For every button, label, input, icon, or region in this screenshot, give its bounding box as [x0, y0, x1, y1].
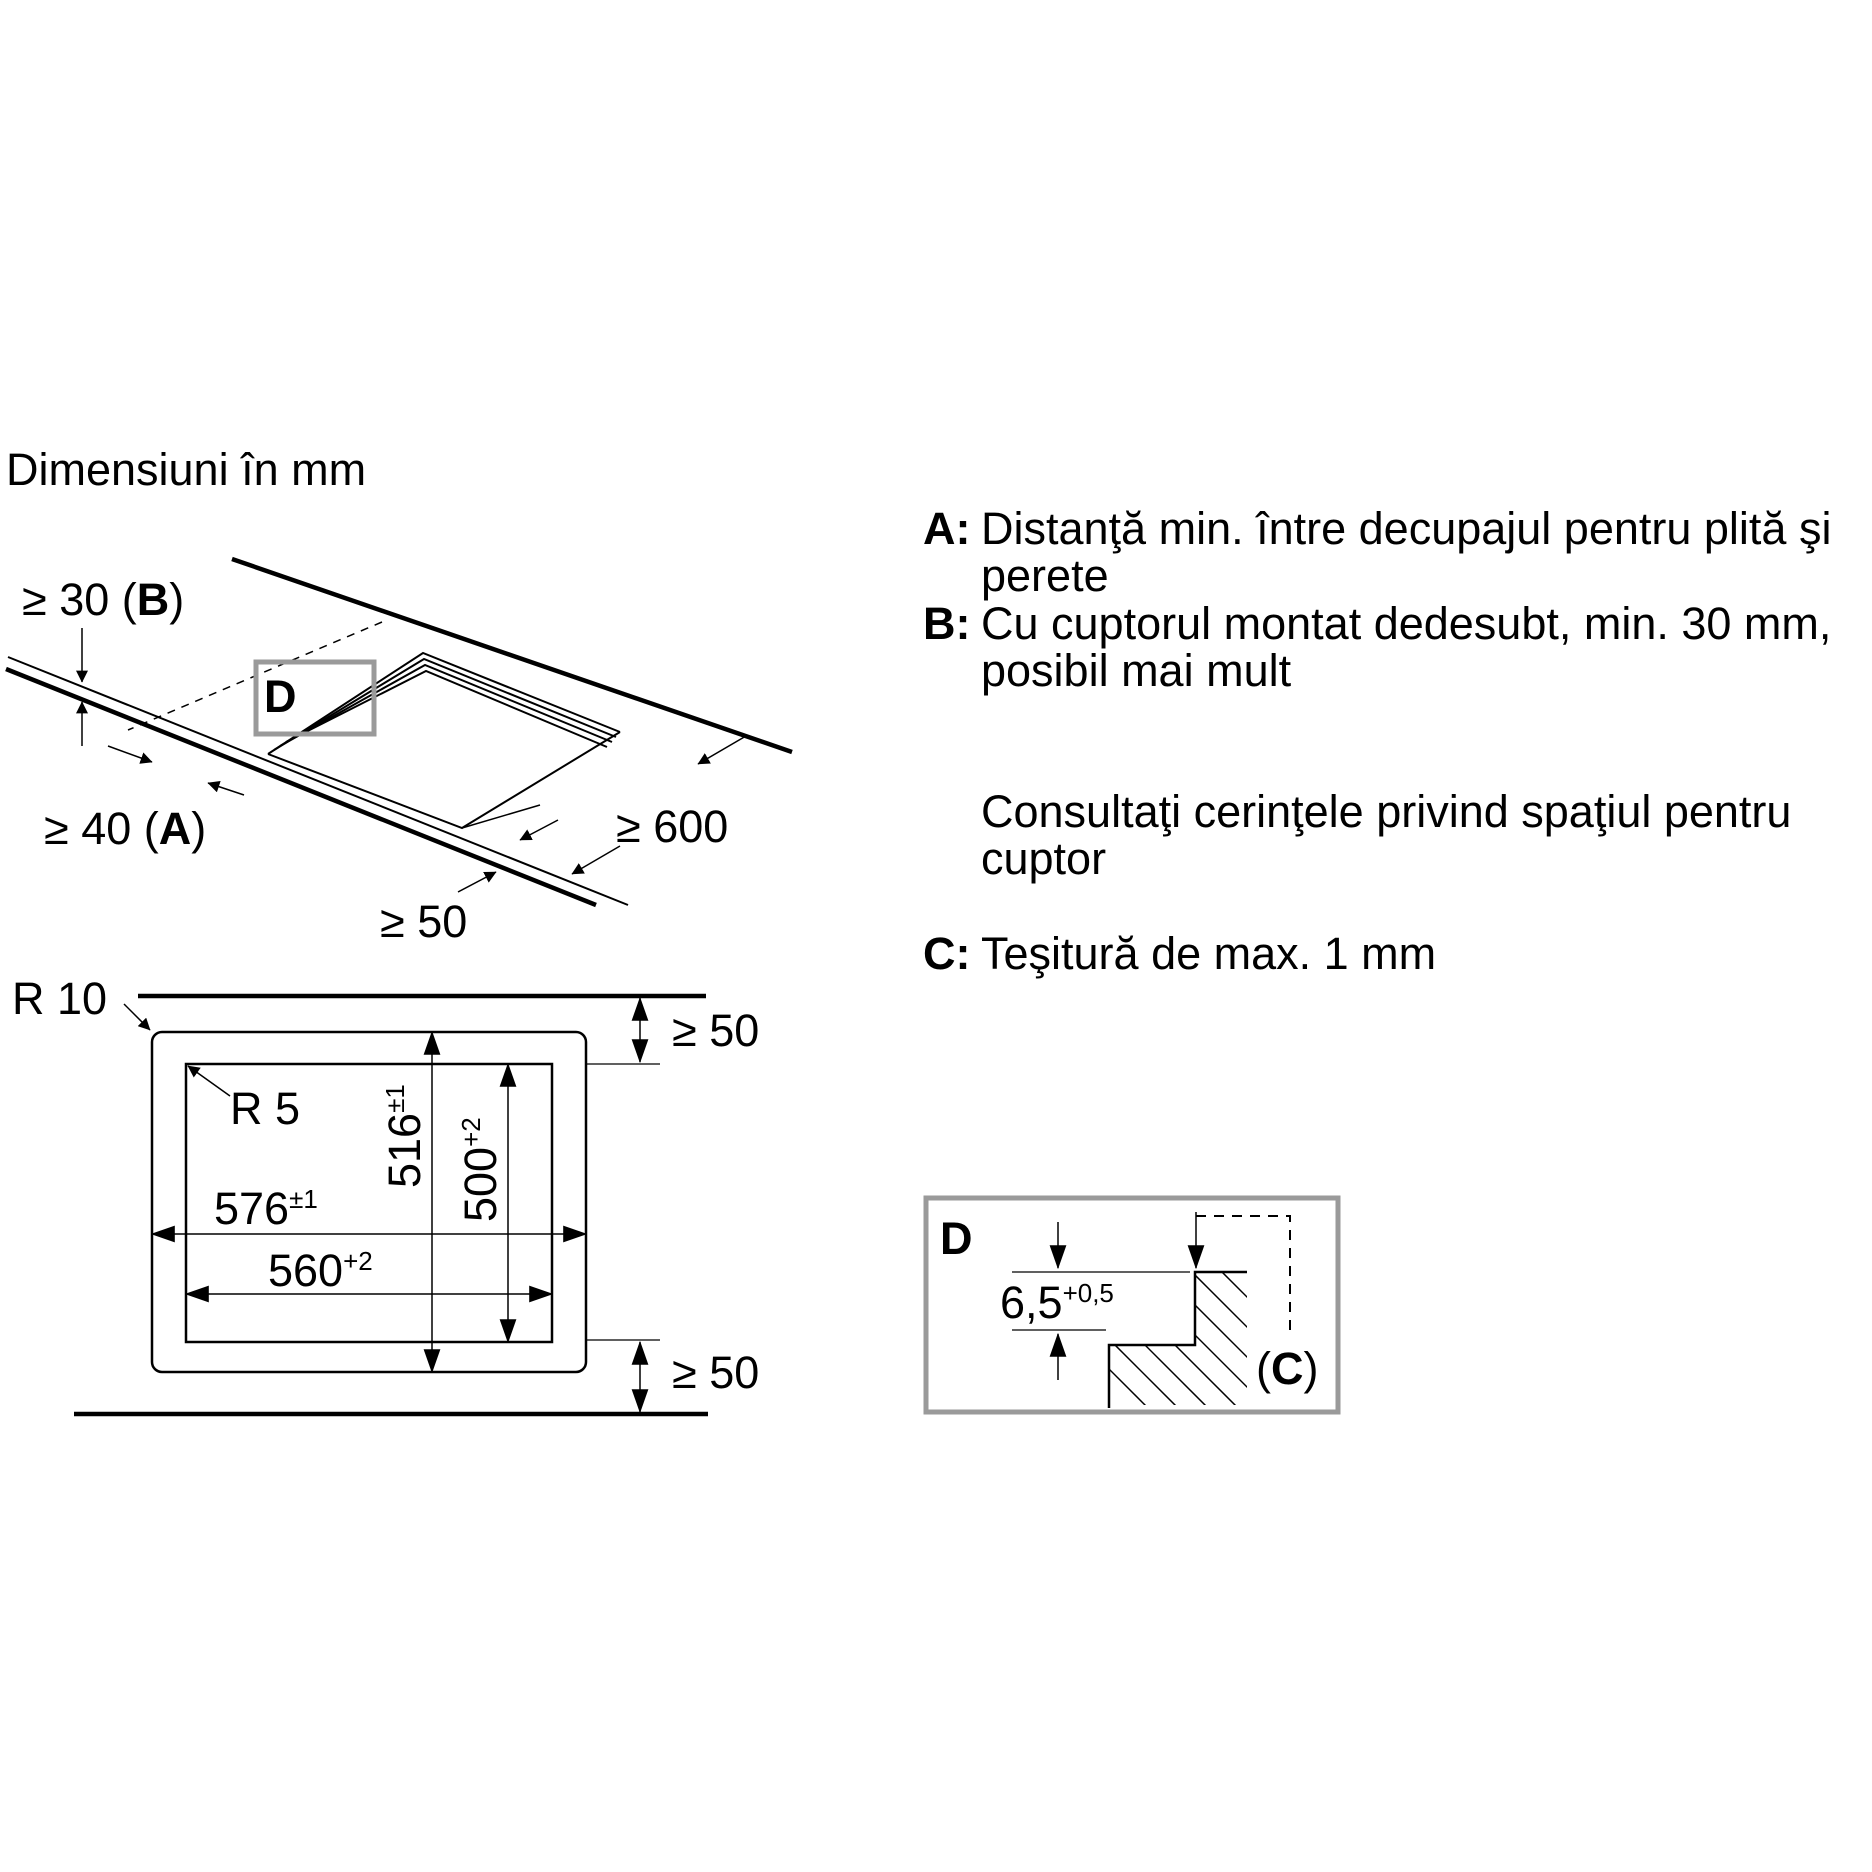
label-depth: 6,5+0,5: [1000, 1277, 1114, 1328]
label-clearance-bottom: ≥ 50: [672, 1347, 759, 1398]
detail-tag: D: [940, 1213, 973, 1264]
label-b-clearance: ≥ 30 (B): [22, 574, 184, 625]
label-r10: R 10: [12, 973, 107, 1024]
legend-text-a-line2: perete: [981, 550, 1109, 601]
label-chamfer-c: (C): [1256, 1343, 1319, 1394]
label-clearance-top: ≥ 50: [672, 1005, 759, 1056]
front-50-arrow-upper: [519, 819, 559, 841]
a-arrow-right: [107, 745, 153, 764]
isometric-view: [5, 556, 793, 908]
back-edge-line: [231, 556, 793, 755]
label-depth-600: ≥ 600: [616, 801, 728, 852]
legend-text-a-line1: Distanţă min. între decupajul pentru pli…: [981, 503, 1832, 554]
legend-note-line2: cuptor: [981, 833, 1107, 884]
hatched-worktop: [1109, 1272, 1247, 1405]
legend-note-line1: Consultaţi cerinţele privind spaţiul pen…: [981, 786, 1792, 837]
depth-600-arrow-upper: [697, 735, 747, 765]
front-50-arrow-lower: [457, 871, 497, 893]
label-a-clearance: ≥ 40 (A): [44, 803, 206, 854]
detail-frame: [923, 1195, 1341, 1415]
a-arrow-left: [207, 780, 245, 796]
r5-leader: [187, 1065, 231, 1097]
label-front-50: ≥ 50: [380, 896, 467, 947]
legend-key-c: C:: [923, 928, 971, 979]
legend-text-c: Teşitură de max. 1 mm: [981, 928, 1437, 979]
inner-cutout-rect: [184, 1062, 554, 1344]
legend-text-b-line1: Cu cuptorul montat dedesubt, min. 30 mm,: [981, 598, 1832, 649]
front-edge-line-upper: [7, 656, 629, 906]
depth-600-arrow-lower: [571, 845, 621, 875]
detail-callout-tag: D: [264, 671, 297, 722]
legend-key-b: B:: [923, 598, 971, 649]
r10-leader: [123, 1003, 151, 1031]
dashed-hob-outline: [1196, 1215, 1291, 1335]
label-height-516: 516±1: [379, 1084, 430, 1188]
plan-view: [74, 993, 708, 1417]
detail-callout-box: [253, 659, 377, 737]
label-r5: R 5: [230, 1083, 300, 1134]
legend-key-a: A:: [923, 503, 971, 554]
worktop-profile: [1107, 1270, 1247, 1408]
legend-text-b-line2: posibil mai mult: [981, 645, 1292, 696]
label-width-576: 576±1: [214, 1183, 318, 1234]
page-title: Dimensiuni în mm: [6, 444, 366, 495]
label-width-560: 560+2: [268, 1245, 373, 1296]
front-edge-line-lower: [5, 666, 597, 908]
label-height-500: 500+2: [455, 1117, 506, 1222]
cutout-outline: [267, 731, 621, 830]
outer-cutout-rect: [150, 1030, 588, 1374]
